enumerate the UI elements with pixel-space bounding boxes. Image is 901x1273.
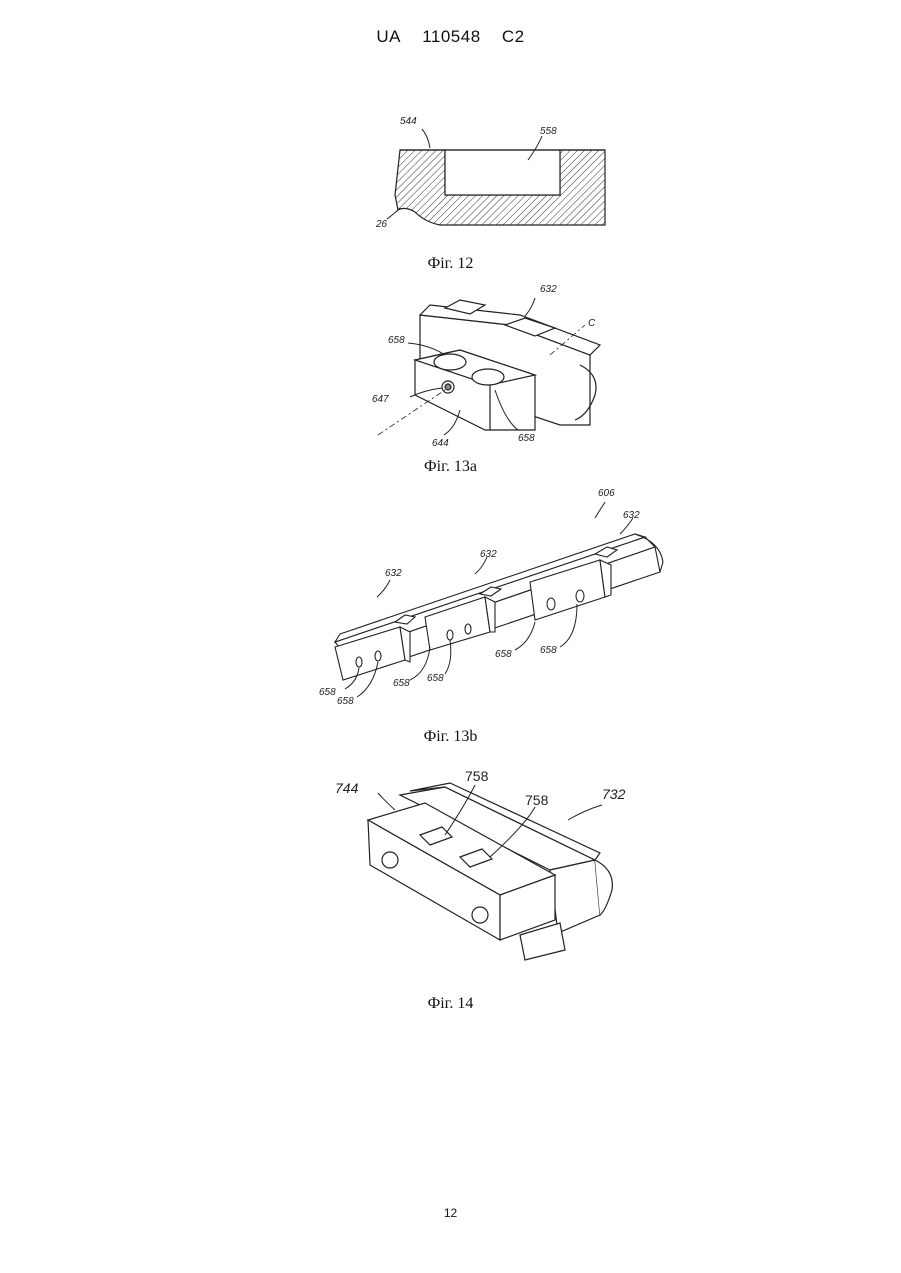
patent-kind-code: C2 [502, 27, 525, 46]
document-header: UA 110548 C2 [0, 27, 901, 47]
figure-14-drawing: 744 758 758 732 [330, 765, 640, 965]
figure-13a-drawing: 632 C 658 647 644 658 [360, 280, 620, 455]
figure-13a-label-658-top: 658 [388, 335, 405, 346]
figure-13b-label-632-left: 632 [385, 568, 402, 579]
figure-13a-label-c: C [588, 318, 596, 329]
figure-14-label-758-right: 758 [525, 792, 549, 808]
figure-12-caption: Фіг. 12 [0, 255, 901, 273]
figure-13a-label-644: 644 [432, 438, 449, 449]
figure-13b-label-632-middle: 632 [480, 549, 497, 560]
figure-13b-label-658-a: 658 [495, 649, 512, 660]
figure-13b-label-606: 606 [598, 488, 615, 499]
figure-13a-label-647: 647 [372, 394, 389, 405]
figure-12-label-26: 26 [375, 219, 388, 230]
figure-12-drawing: 544 558 26 [370, 110, 620, 240]
figure-13b-label-632-right: 632 [623, 510, 640, 521]
figure-14-caption: Фіг. 14 [0, 995, 901, 1013]
figure-13b-label-658-c: 658 [427, 673, 444, 684]
figure-14-label-732: 732 [602, 786, 626, 802]
figure-12-label-558: 558 [540, 126, 557, 137]
figure-13a-label-632: 632 [540, 284, 557, 295]
figure-12-label-544: 544 [400, 116, 417, 127]
figure-13b-label-658-e: 658 [319, 687, 336, 698]
figure-13b-label-658-b: 658 [540, 645, 557, 656]
figure-13a-caption: Фіг. 13a [0, 458, 901, 476]
figure-14-label-744: 744 [335, 780, 359, 796]
patent-number: 110548 [422, 27, 480, 46]
figure-13a-label-658-bottom: 658 [518, 433, 535, 444]
figure-13b-drawing: 606 632 632 632 658 658 658 658 658 658 [315, 482, 675, 712]
figure-13b-caption: Фіг. 13b [0, 728, 901, 746]
page-number: 12 [0, 1206, 901, 1220]
figure-13b-label-658-f: 658 [337, 696, 354, 707]
figure-14-label-758-left: 758 [465, 768, 489, 784]
patent-office-code: UA [376, 27, 401, 46]
figure-13b-label-658-d: 658 [393, 678, 410, 689]
